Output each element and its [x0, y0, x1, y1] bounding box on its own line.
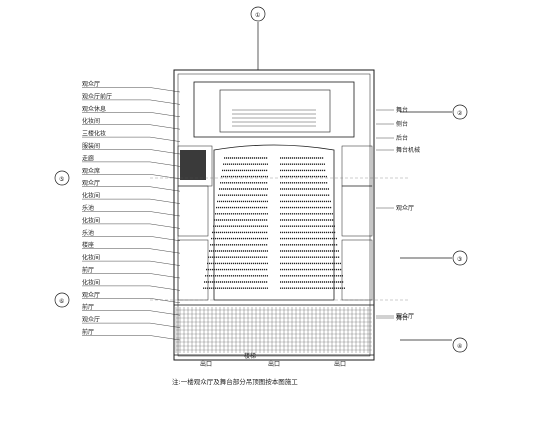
right-label: 舞台 [396, 106, 408, 114]
left-label: 观众厅 [82, 180, 100, 187]
right-axis-markers [400, 104, 468, 353]
drawing-note: 注:一楼观众厅及舞台部分吊顶图按本图施工 [172, 377, 298, 386]
leader-line [149, 136, 181, 142]
leader-line [149, 174, 181, 179]
dark-room-block [180, 150, 206, 180]
axis-marker-r1: ② [457, 110, 463, 117]
left-label: 化妆间 [82, 216, 100, 224]
leader-line [149, 87, 181, 93]
leader-line [149, 99, 181, 105]
leader-line [149, 322, 181, 328]
left-label: 观众厅 [82, 317, 100, 324]
left-label: 化妆间 [82, 192, 100, 200]
leader-line [149, 211, 181, 217]
left-label: 化妆间 [82, 278, 100, 286]
lobby-hatch [175, 307, 372, 353]
left-label: 乐池 [82, 229, 94, 237]
auditorium-seating [203, 157, 345, 289]
axis-marker-r2: ③ [457, 256, 462, 263]
leader-line [149, 124, 181, 130]
leader-line [149, 273, 181, 279]
leader-line [149, 298, 181, 303]
top-axis-marker [250, 6, 266, 70]
left-leader-lines [82, 87, 181, 341]
left-axis-markers [54, 170, 70, 308]
left-label: 观众席 [82, 167, 100, 175]
right-leader-lines [376, 109, 394, 319]
left-label: 走廊 [82, 154, 94, 162]
left-label: 乐池 [82, 204, 94, 212]
right-label: 观众厅 [396, 313, 414, 320]
stage-area [232, 109, 316, 127]
axis-marker-l1: ⑤ [59, 176, 64, 183]
right-label: 后台 [396, 134, 408, 142]
left-label: 化妆间 [82, 117, 100, 125]
auditorium-outline [213, 144, 335, 301]
left-label: 观众厅 [82, 292, 100, 299]
bottom-tag-3: 出口 [334, 360, 346, 368]
leader-line [149, 149, 181, 155]
left-label: 前厅 [82, 266, 94, 274]
left-label: 前厅 [82, 328, 94, 336]
left-label: 三楼化妆 [82, 130, 106, 138]
leader-line [149, 260, 181, 266]
leader-line [149, 236, 181, 241]
right-label: 侧台 [396, 120, 408, 128]
left-labels: 观众厅观众厅前厅观众休息化妆间三楼化妆服装间走廊观众席观众厅化妆间乐池化妆间乐池… [82, 81, 112, 336]
leader-line [149, 335, 181, 341]
left-label: 观众休息 [82, 105, 106, 113]
side-rooms [177, 145, 373, 301]
leader-line [149, 285, 181, 291]
leader-line [149, 112, 181, 117]
left-label: 观众厅 [82, 81, 100, 88]
left-label: 服装间 [82, 142, 100, 150]
grid-lines [150, 177, 410, 301]
leader-line [149, 198, 181, 204]
axis-marker-l2: ⑥ [59, 298, 64, 305]
right-label: 观众厅 [396, 205, 414, 212]
left-label: 楼座 [82, 241, 94, 249]
left-label: 化妆间 [82, 254, 100, 262]
stair-tag: 楼梯 [244, 352, 256, 360]
leader-line [149, 310, 181, 316]
leader-line [149, 223, 181, 229]
bottom-tag-1: 出口 [200, 360, 212, 368]
axis-marker-r3: ④ [457, 343, 462, 350]
right-label: 舞台机械 [396, 146, 420, 154]
leader-line [149, 248, 181, 254]
right-label: 舞台 [396, 314, 408, 322]
leader-line [149, 161, 181, 167]
left-label: 观众厅前厅 [82, 92, 112, 100]
left-label: 前厅 [82, 303, 94, 311]
lobby-band [173, 304, 375, 356]
axis-marker-top: ① [255, 12, 260, 19]
bottom-tag-2: 出口 [268, 360, 280, 368]
leader-line [149, 186, 181, 192]
